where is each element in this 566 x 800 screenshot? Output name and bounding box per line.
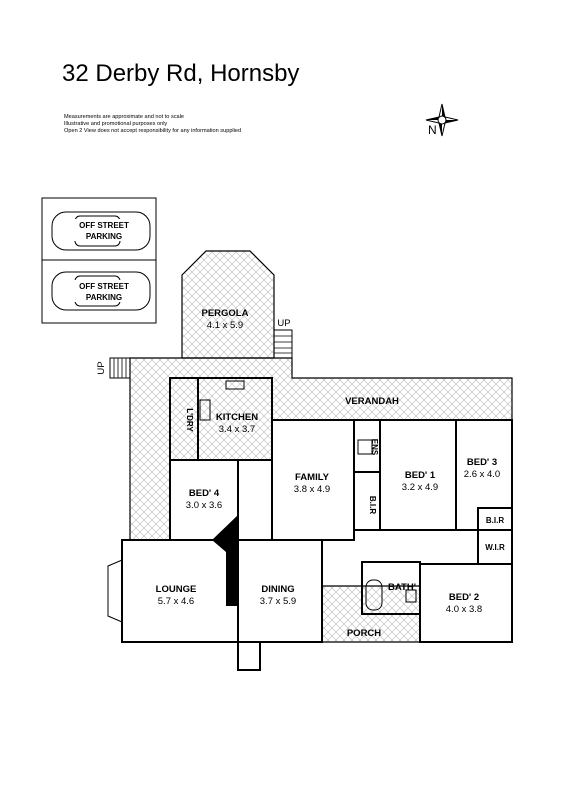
room-size-kitchen: 3.4 x 3.7: [219, 424, 255, 435]
room-name-bir-1: B.I.R: [368, 496, 377, 514]
room-name-bed1: BED' 1: [405, 470, 436, 481]
room-name-lounge: LOUNGE: [156, 584, 197, 595]
verandah-label: VERANDAH: [345, 396, 399, 407]
verandah-area: [129, 357, 513, 541]
kitchen-fixtures: [199, 380, 245, 421]
room-name-bir-2: B.I.R: [486, 516, 504, 525]
room-size-bed2: 4.0 x 3.8: [446, 604, 482, 615]
steps-left: [109, 357, 131, 379]
disclaimer-line-1: Measurements are approximate and not to …: [64, 114, 185, 120]
room-name-wir: W.I.R: [485, 543, 505, 552]
steps-right: [273, 329, 293, 359]
room-size-family: 3.8 x 4.9: [294, 484, 330, 495]
parking-area: OFF STREET PARKING OFF STREET PARKING: [41, 197, 157, 324]
room-name-bed4: BED' 4: [189, 488, 220, 499]
up-label-left: UP: [96, 361, 107, 374]
fireplace: [212, 515, 238, 606]
house-walls: [107, 377, 513, 671]
disclaimer-line-2: Illustrative and promotional purposes on…: [64, 121, 168, 127]
bath-fixtures: [357, 439, 417, 611]
room-size-lounge: 5.7 x 4.6: [158, 596, 194, 607]
room-size-bed1: 3.2 x 4.9: [402, 482, 438, 493]
room-size-bed3: 2.6 x 4.0: [464, 469, 500, 480]
up-label-right: UP: [277, 318, 290, 329]
parking-1-line-1: OFF STREET: [79, 221, 129, 230]
room-name-bed3: BED' 3: [467, 457, 497, 468]
room-name-family: FAMILY: [295, 472, 330, 483]
compass-north-label: N: [428, 123, 437, 137]
room-name-bed2: BED' 2: [449, 592, 479, 603]
porch-label: PORCH: [347, 628, 381, 639]
room-name-ens: ENS: [370, 439, 379, 456]
room-size-bed4: 3.0 x 3.6: [186, 500, 222, 511]
room-name-dining: DINING: [261, 584, 294, 595]
disclaimer-line-3: Open 2 View does not accept responsibili…: [64, 128, 242, 134]
room-name-kitchen: KITCHEN: [216, 412, 258, 423]
room-size-dining: 3.7 x 5.9: [260, 596, 296, 607]
room-name-pergola: PERGOLA: [202, 308, 249, 319]
parking-2-line-2: PARKING: [86, 293, 122, 302]
parking-2-line-1: OFF STREET: [79, 282, 129, 291]
room-size-pergola: 4.1 x 5.9: [207, 320, 243, 331]
compass-rose-icon: N: [425, 103, 459, 137]
room-name-bath: BATH': [388, 582, 416, 593]
room-name-laundry: L'DRY: [185, 408, 194, 432]
parking-1-line-2: PARKING: [86, 232, 122, 241]
pergola-area: [181, 250, 275, 359]
property-title: 32 Derby Rd, Hornsby: [62, 60, 300, 87]
disclaimer: Measurements are approximate and not to …: [64, 114, 241, 135]
